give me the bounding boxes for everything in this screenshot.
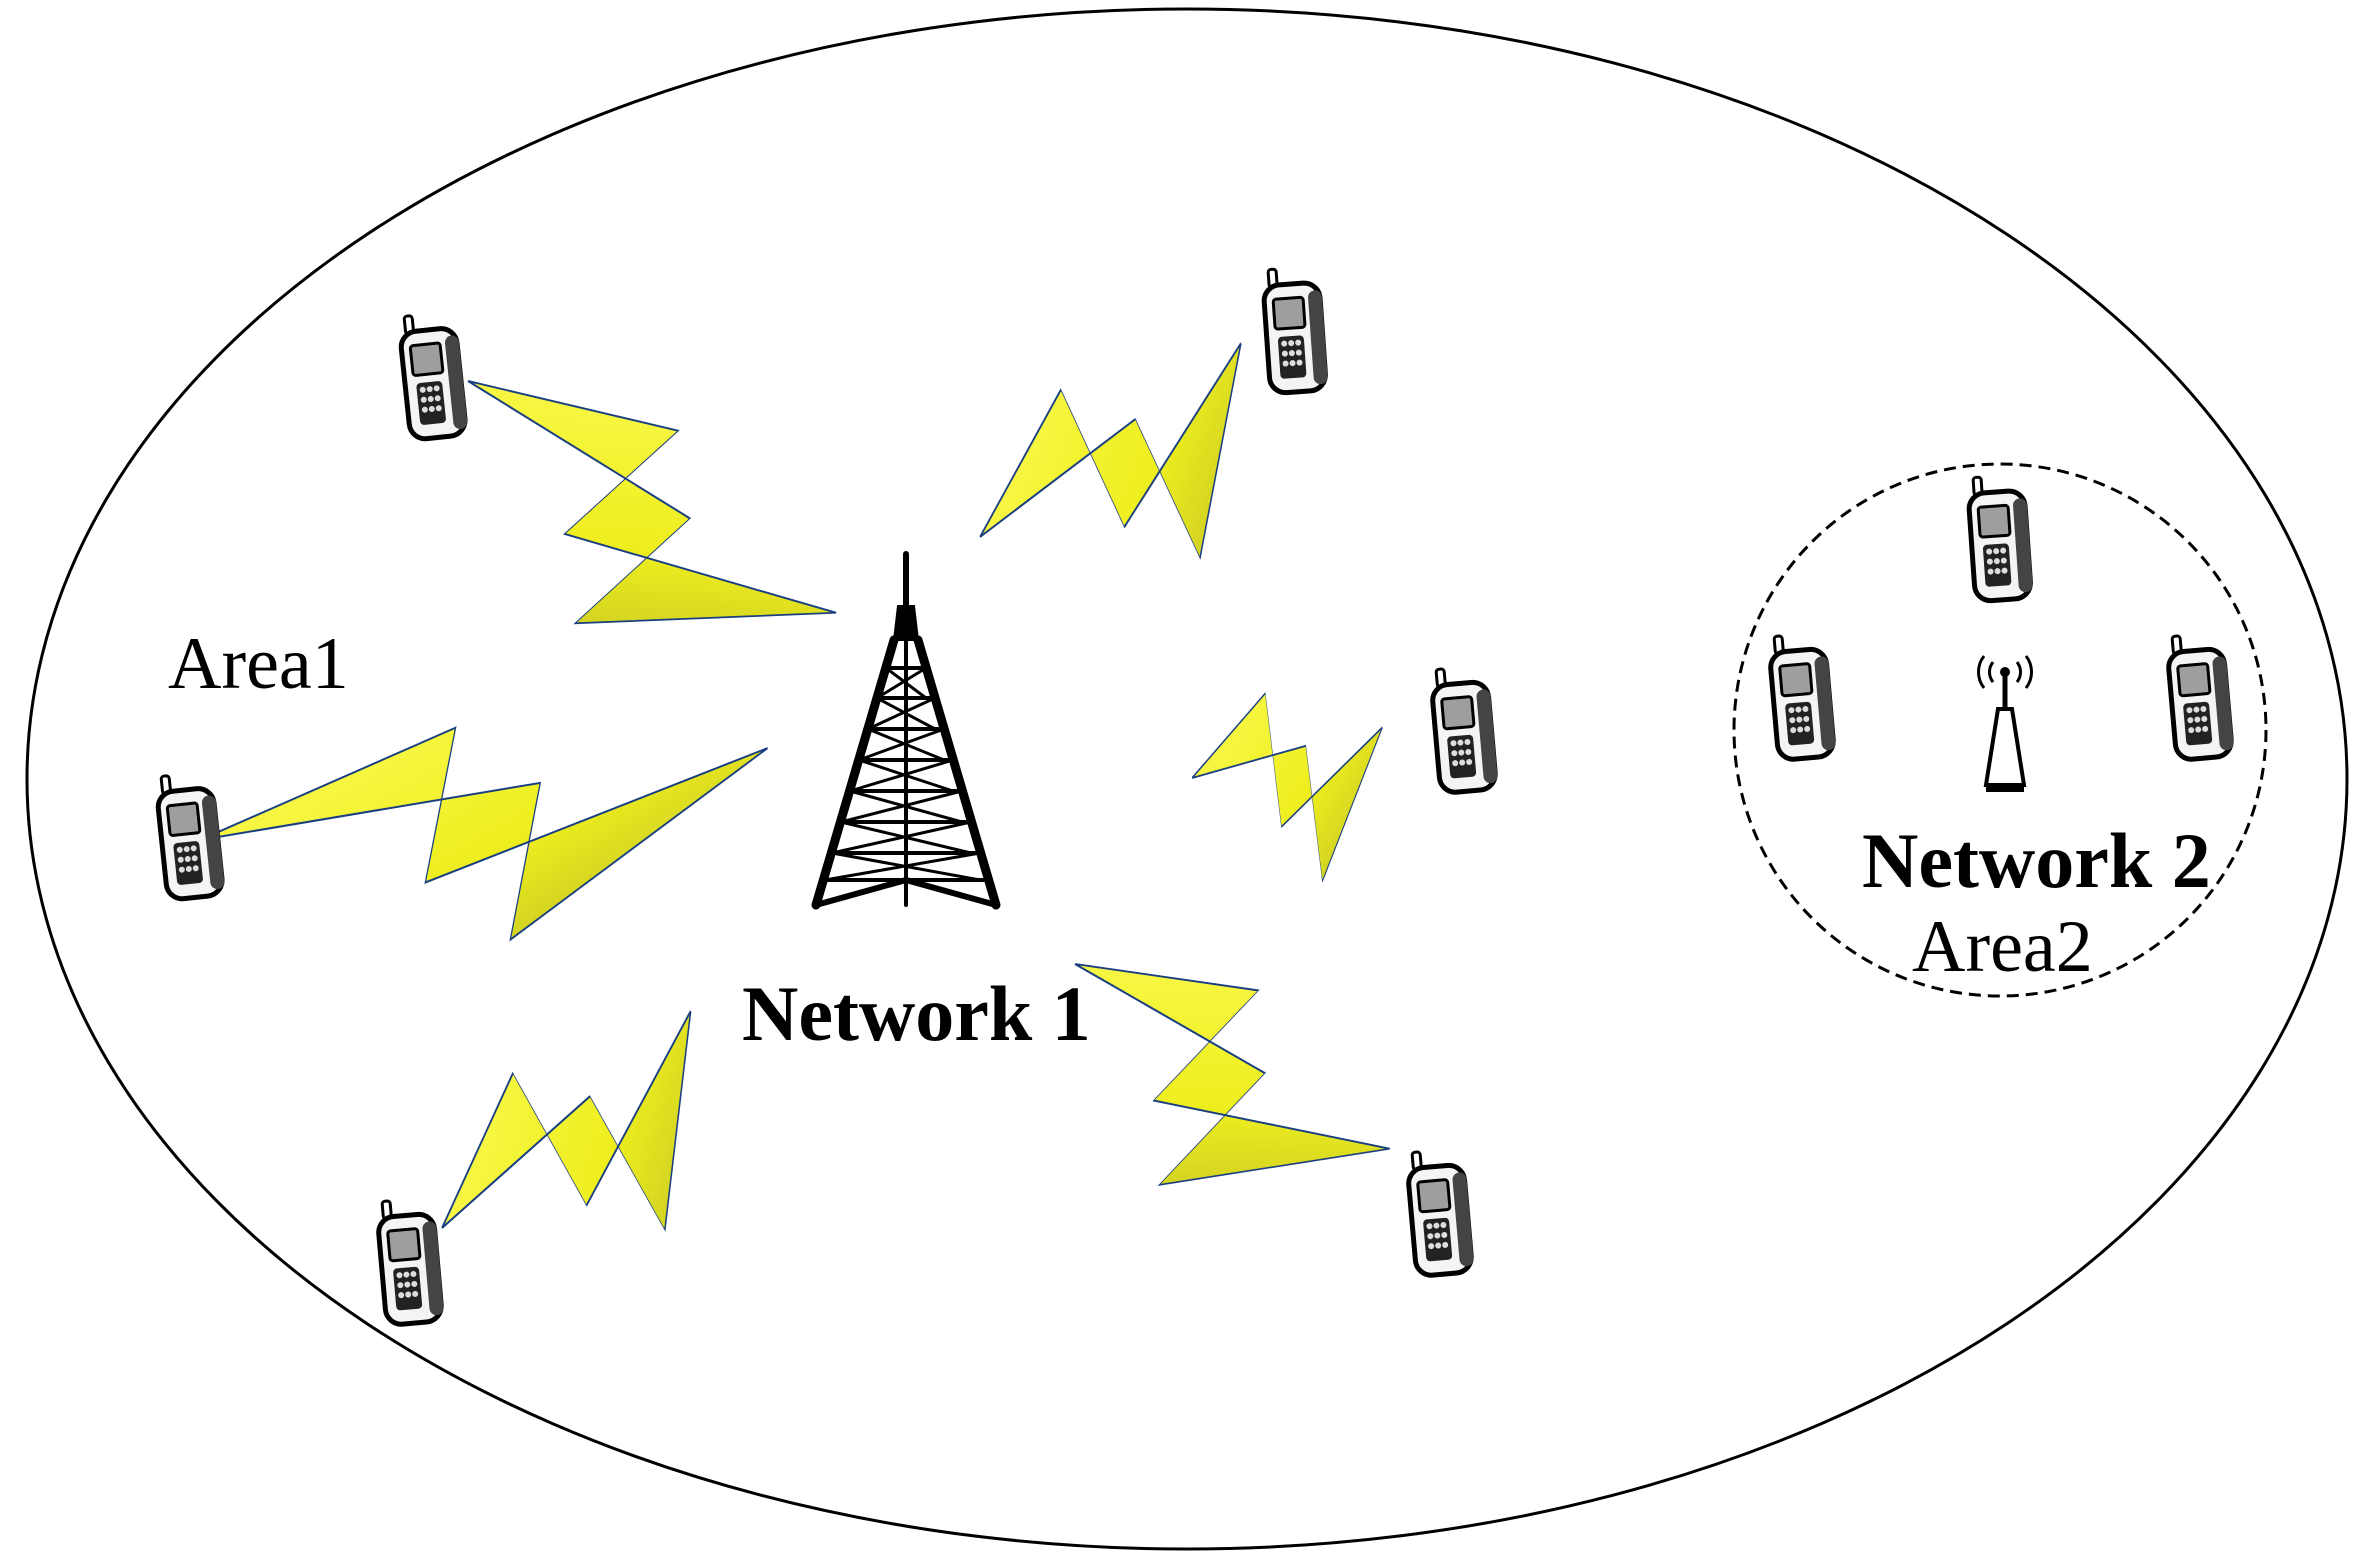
mobile-phone-icon <box>1262 266 1329 394</box>
network1-label: Network 1 <box>742 970 1091 1057</box>
area1-boundary <box>25 7 2349 1551</box>
mobile-phone-icon <box>1430 665 1499 794</box>
area2-boundary <box>1732 462 2268 998</box>
wireless-links <box>187 286 1427 1341</box>
mobile-phone-icon <box>1768 632 1837 761</box>
lightning-link-left <box>187 677 793 988</box>
lightning-link-bottom-left <box>395 957 789 1341</box>
mobile-phone-icon <box>1967 474 2034 602</box>
lattice-tower-icon <box>811 551 1001 910</box>
mobile-phone-icon <box>376 1197 445 1326</box>
access-point-icon <box>1977 655 2033 792</box>
lightning-link-right <box>1174 665 1418 908</box>
mobile-phone-icon <box>398 311 469 440</box>
area2-label: Area2 <box>1912 906 2093 988</box>
mobile-phone-icon <box>2166 632 2235 761</box>
mobile-phone-icon <box>1406 1148 1475 1277</box>
lightning-link-bottom-right <box>999 902 1427 1278</box>
network2-label: Network 2 <box>1862 817 2211 904</box>
area1-label: Area1 <box>168 623 349 705</box>
mobile-phone-icon <box>155 771 226 900</box>
